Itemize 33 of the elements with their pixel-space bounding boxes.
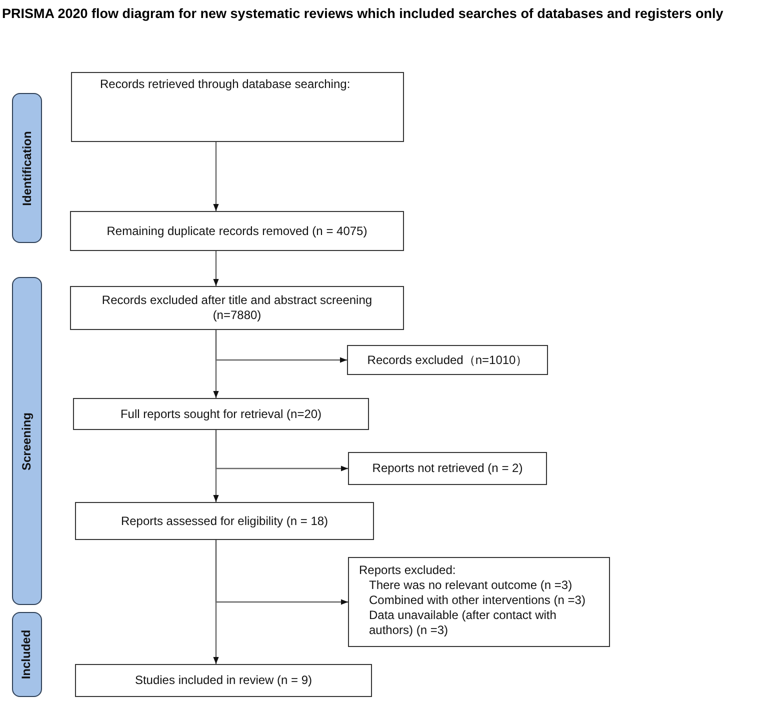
- stage-label: Identification: [20, 130, 34, 206]
- box-text: Studies included in review (n = 9): [134, 673, 312, 688]
- list-item: There was no relevant outcome (n =3): [368, 578, 574, 593]
- box-text: Records excluded（n=1010）: [367, 352, 528, 368]
- stage-band: [12, 612, 42, 697]
- title: PRISMA 2020 flow diagram for new systematic reviews which included searches of databases and registers only: [2, 6, 724, 21]
- list-item: Data unavailable (after contact with authors) (n =3): [368, 608, 558, 638]
- arrow: [213, 430, 219, 502]
- list-item: Combined with other interventions (n =3): [368, 593, 586, 608]
- box-text: Records retrieved through database searching:: [100, 77, 350, 92]
- stage-label: Screening: [20, 412, 34, 470]
- box-text: Remaining duplicate records removed (n = 4075): [106, 224, 368, 238]
- process-box: [70, 286, 404, 330]
- arrow: [213, 251, 219, 286]
- process-box: [71, 72, 404, 142]
- box-text: Full reports sought for retrieval (n=20): [120, 406, 322, 422]
- stage-band: [12, 277, 42, 605]
- arrow: [213, 142, 219, 211]
- box-text: Reports assessed for eligibility (n = 18): [120, 514, 328, 528]
- process-box: [70, 211, 404, 251]
- box-text: Records excluded after title and abstract screening (n=7880): [100, 293, 374, 323]
- arrow: [213, 330, 219, 398]
- process-box: [347, 345, 548, 375]
- box-heading: Reports excluded:: [359, 563, 457, 578]
- stage-label: Included: [20, 630, 34, 680]
- stage-band: [12, 93, 42, 243]
- process-box: [348, 557, 610, 647]
- arrow: [213, 540, 219, 664]
- process-box: [348, 452, 547, 485]
- process-box: [73, 398, 369, 430]
- process-box: [75, 664, 372, 697]
- process-box: [75, 502, 374, 540]
- box-text: Reports not retrieved (n = 2): [372, 461, 523, 476]
